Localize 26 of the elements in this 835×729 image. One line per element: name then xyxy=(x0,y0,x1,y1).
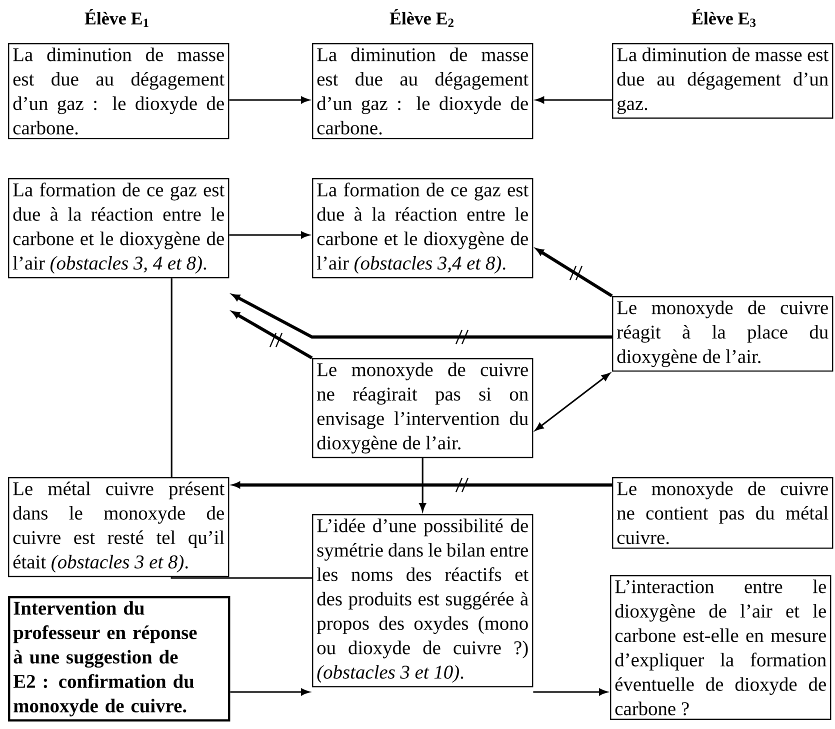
arrow xyxy=(229,96,310,104)
text-box: L’interaction entre le dioxygène de l’air et le carbone est-elle en mesure d’expliquer la formation éventuelle de dioxyde de carbone ? xyxy=(610,575,832,720)
text-box: La formation de ce gaz est due à la réaction entre le carbone et le dioxygène de l’air (obstacles 3,4 et 8). xyxy=(312,178,534,278)
arrow xyxy=(229,232,310,238)
text-box: Le métal cuivre présent dans le monoxyde de cuivre est resté tel qu’il était (obstacles 3 et 8). xyxy=(8,477,230,578)
arrow xyxy=(535,372,610,431)
text-box: Le monoxyde de cuivre ne réagirait pas si on envisage l’intervention du dioxygène de l’air. xyxy=(312,358,534,458)
column-heading: Élève E$_{3}$ xyxy=(692,8,756,28)
arrow xyxy=(232,311,313,360)
arrow xyxy=(232,294,612,344)
text-box: La diminution de masse est due au dégagement d’un gaz. xyxy=(612,43,834,119)
text-box: Le monoxyde de cuivre ne contient pas du métal cuivre. xyxy=(612,477,834,549)
arrow xyxy=(230,688,310,696)
text-box: Le monoxyde de cuivre réagit à la place du dioxygène de l’air. xyxy=(612,296,834,372)
arrow xyxy=(533,688,608,696)
column-heading: Élève E$_{2}$ xyxy=(390,9,454,27)
text-box: La diminution de masse est due au dégagement d’un gaz : le dioxyde de carbone. xyxy=(8,43,230,140)
arrow xyxy=(536,248,613,298)
text-box: Intervention du professeur en réponse à une suggestion de E2 : confirmation du monoxyde de cuivre. xyxy=(8,596,230,722)
text-box: L’idée d’une possibilité de symétrie dans le bilan entre les noms des réactifs et des produits est suggérée à propos des oxydes (mono ou dioxyde de cuivre ?) (obstacles 3 et 10). xyxy=(312,514,534,688)
arrow xyxy=(232,478,612,492)
arrow xyxy=(536,96,612,104)
arrow xyxy=(419,458,426,512)
text-box: La formation de ce gaz est due à la réaction entre le carbone et le dioxygène de l’air (obstacles 3, 4 et 8). xyxy=(8,178,230,278)
text-box: La diminution de masse est due au dégagement d’un gaz : le dioxyde de carbone. xyxy=(312,43,534,140)
column-heading: Élève E$_{1}$ xyxy=(84,9,148,27)
